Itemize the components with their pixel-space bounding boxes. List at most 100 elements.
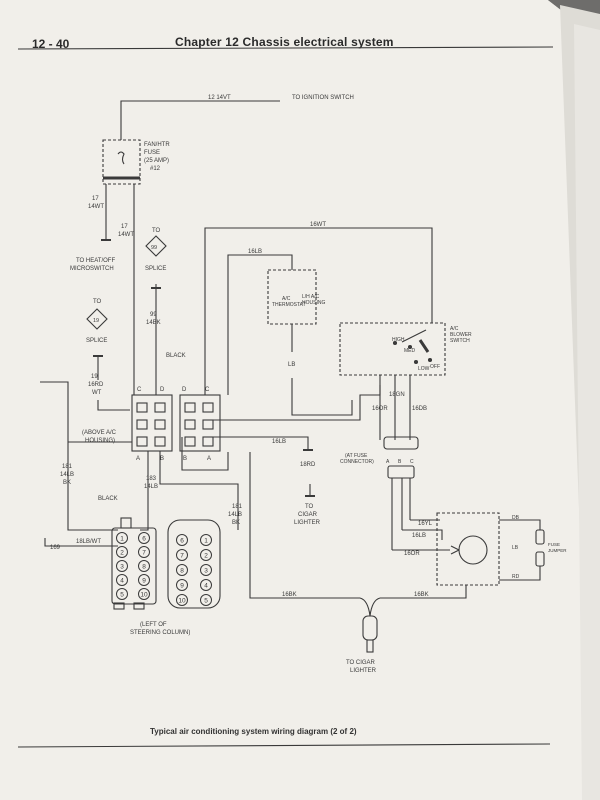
wire-16or-label: 16OR [372, 406, 388, 412]
wire-17-right-label: 14WT [118, 232, 134, 238]
chapter-title: Chapter 12 Chassis electrical system [175, 35, 394, 49]
wire-19-label: WT [92, 390, 102, 396]
wire-16wt-label: 16WT [310, 222, 326, 228]
resistor-label: RD [512, 574, 520, 580]
wire-16lb-label: 16LB [248, 249, 262, 255]
blower-switch-label: BLOWER [450, 332, 472, 338]
wire-lb-label: LB [288, 362, 295, 368]
pin-label: 1 [204, 538, 208, 545]
wire-181-left-label: 181 [62, 464, 73, 470]
wire-17-left-label: 17 [92, 196, 99, 202]
wire-181-left-label: 14LB [60, 472, 74, 478]
splice-99-symbol [145, 235, 167, 257]
connector-letter: C [410, 459, 414, 465]
wire-169-label: 169 [50, 545, 61, 551]
cigar-label-mid: LIGHTER [294, 520, 321, 526]
wire-17-right-label: 17 [121, 224, 128, 230]
wire-19-label: 16RD [88, 382, 104, 388]
connector-pin-label: A [136, 456, 140, 462]
heat-off-label: TO HEAT/OFF [76, 258, 115, 264]
fuse-label-line: #12 [150, 166, 161, 172]
pin-label: 10 [178, 598, 186, 605]
housing-label: L/H A/C [302, 294, 320, 300]
connector-left-body [131, 394, 173, 452]
wire-16yl-label: 16YL [418, 521, 433, 527]
splice-19-label: SPLICE [86, 338, 107, 344]
connector-right-body [179, 394, 221, 452]
cigar-label-bottom: LIGHTER [350, 668, 377, 674]
above-ac-label: (ABOVE A/C [82, 430, 117, 436]
bottom-right-connector [167, 519, 221, 609]
ignition-switch-label: TO IGNITION SWITCH [292, 95, 354, 101]
wire-16or-motor-label: 16OR [404, 551, 420, 557]
fuse-label-line: FUSE [144, 150, 160, 156]
header-rule [17, 46, 554, 50]
splice-99-label: SPLICE [145, 266, 166, 272]
pin-label: 3 [120, 564, 124, 571]
pin-label: 6 [142, 536, 146, 543]
connector-pin-label: A [207, 456, 211, 462]
wire-99-label: 99 [150, 312, 157, 318]
thermostat-label: THERMOSTAT [272, 302, 306, 308]
blower-switch-label: A/C [450, 326, 459, 332]
wire-181-left-label: BK [63, 480, 71, 486]
splice-99-number: 99 [151, 245, 157, 251]
connector-pin-label: C [205, 387, 210, 393]
page-number: 12 - 40 [32, 37, 70, 51]
figure-caption: Typical air conditioning system wiring d… [150, 727, 357, 736]
pin-label: 2 [120, 550, 124, 557]
pin-label: 5 [204, 598, 208, 605]
fuse-connector-label: CONNECTOR) [340, 459, 374, 465]
wire-183-label: 183 [146, 476, 157, 482]
blower-motor-box [436, 512, 500, 586]
connector-pin-label: C [137, 387, 142, 393]
wire-18lbwt-label: 18LB/WT [76, 539, 101, 545]
cigar-lighter-plug [362, 615, 378, 641]
pin-label: 9 [180, 583, 184, 590]
fuse-label-line: (25 AMP) [144, 158, 169, 164]
fuse-connector [383, 436, 419, 450]
footer-rule [17, 743, 551, 748]
switch-position: OFF [430, 364, 440, 370]
pin-label: 4 [204, 583, 208, 590]
pin-label: 10 [140, 592, 148, 599]
ignition-wire-label: 12 14VT [208, 95, 231, 101]
blower-motor-icon [458, 535, 488, 565]
heat-off-label: MICROSWITCH [70, 266, 114, 272]
black-label-top: BLACK [166, 353, 186, 359]
wire-16lb-mid-label: 16LB [272, 439, 286, 445]
pin-label: 4 [120, 578, 124, 585]
black-label-left: BLACK [98, 496, 118, 502]
pin-label: 6 [180, 538, 184, 545]
switch-position: LOW [418, 366, 430, 372]
wire-99-label: 14BK [146, 320, 161, 326]
connector-pin-label: D [182, 387, 187, 393]
wire-181-right-label: BK [232, 520, 240, 526]
pin-label: 9 [142, 578, 146, 585]
switch-position: HIGH [392, 337, 405, 343]
pin-label: 3 [204, 568, 208, 575]
wire-183-label: 14LB [144, 484, 158, 490]
wire-16wt [204, 227, 433, 395]
thermostat-label: A/C [282, 296, 291, 302]
steering-label: (LEFT OF [140, 622, 167, 628]
splice-99-to: TO [152, 228, 161, 234]
pin-label: 8 [180, 568, 184, 575]
ac-blower-switch [339, 322, 446, 376]
pin-label: 8 [142, 564, 146, 571]
cigar-label-mid: CIGAR [298, 512, 318, 518]
pin-label: 7 [142, 550, 146, 557]
wire-181-right-label: 181 [232, 504, 243, 510]
steering-label: STEERING COLUMN) [130, 630, 190, 636]
wire-16lb-motor-label: 16LB [412, 533, 426, 539]
splice-19-symbol [86, 308, 108, 330]
switch-position: MED [404, 348, 416, 354]
wire-16bk-left-label: 16BK [282, 592, 297, 598]
connector-letter: B [398, 459, 402, 465]
connector-pin-label: B [183, 456, 187, 462]
connector-letter: A [386, 459, 390, 465]
wire-19-label: 19 [91, 374, 98, 380]
